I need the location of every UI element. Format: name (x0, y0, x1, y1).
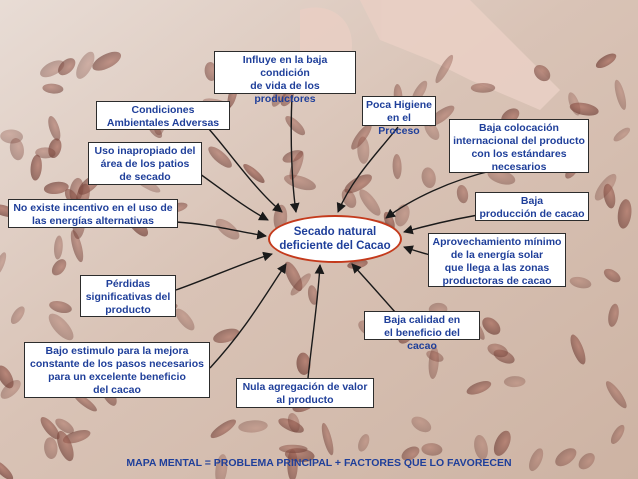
arrow-aprovechamiento (404, 247, 430, 255)
arrow-nula-agregacion (308, 265, 320, 378)
factor-poca-higiene-box: Poca Higiene en el Proceso (362, 96, 436, 126)
arrow-bajo-estimulo (210, 264, 286, 368)
factor-baja-colocacion-box: Baja colocación internacional del produc… (449, 119, 589, 173)
arrow-poca-higiene (338, 127, 398, 212)
central-topic: Secado natural deficiente del Cacao (268, 215, 402, 263)
factor-influye-box: Influye en la baja condición de vida de … (214, 51, 356, 94)
arrow-influye (291, 95, 296, 212)
arrow-baja-calidad (352, 264, 395, 312)
factor-bajo-estimulo-box: Bajo estimulo para la mejora constante d… (24, 342, 210, 398)
arrow-perdidas (176, 254, 272, 290)
factor-no-incentivo-box: No existe incentivo en el uso de las ene… (8, 199, 178, 228)
factor-perdidas-box: Pérdidas significativas del producto (80, 275, 176, 317)
arrow-no-incentivo (176, 222, 266, 236)
factor-nula-agregacion-box: Nula agregación de valor al producto (236, 378, 374, 408)
factor-aprovechamiento-box: Aprovechamiento mínimo de la energía sol… (428, 233, 566, 287)
factor-uso-inapropiado-box: Uso inapropiado del área de los patios d… (88, 142, 202, 185)
factor-condiciones-box: Condiciones Ambientales Adversas (96, 101, 230, 130)
factor-baja-calidad-box: Baja calidad en el beneficio del cacao (364, 311, 480, 340)
arrow-baja-produccion (404, 215, 478, 232)
footer-caption: MAPA MENTAL = PROBLEMA PRINCIPAL + FACTO… (0, 457, 638, 469)
arrow-condiciones (208, 128, 282, 212)
factor-baja-produccion-box: Baja producción de cacao (475, 192, 589, 221)
